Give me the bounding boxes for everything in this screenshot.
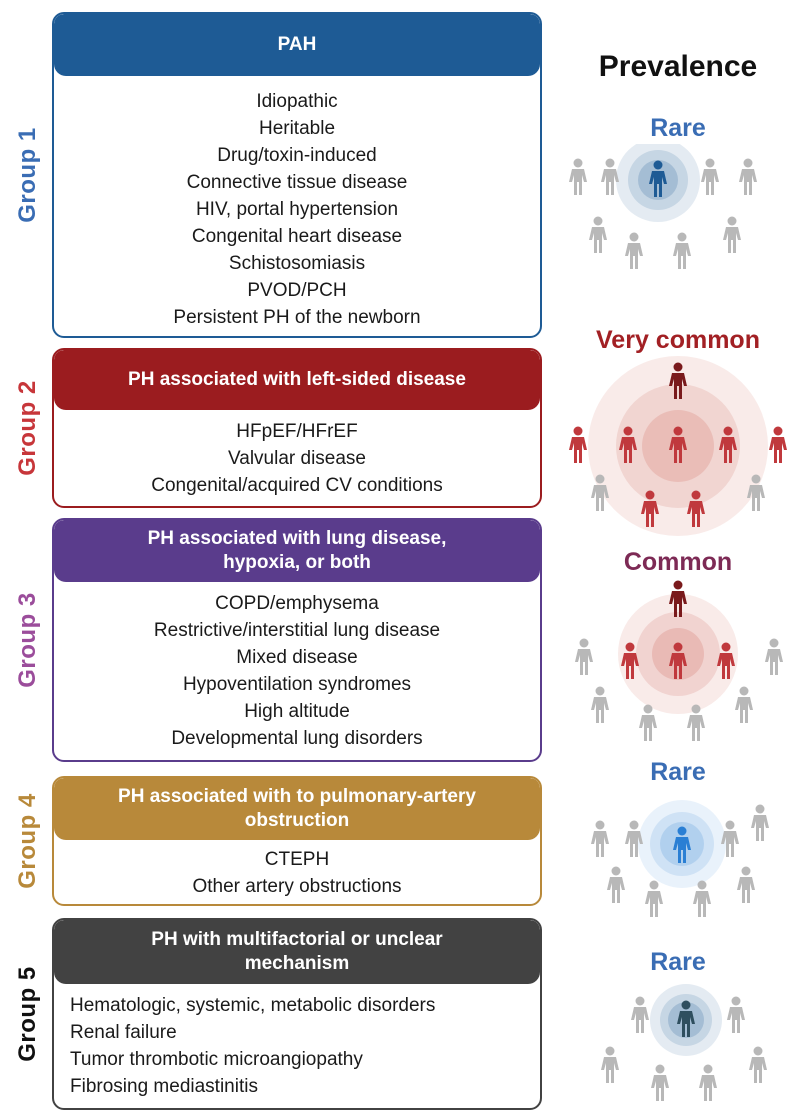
person-icon (735, 686, 753, 723)
person-icon (591, 686, 609, 723)
group-2-header: PH associated with left-sided disease (54, 350, 540, 410)
person-icon (591, 820, 609, 857)
prevalence-title: Prevalence (598, 50, 758, 83)
person-icon (723, 216, 741, 253)
group-5-label: Group 5 (14, 966, 42, 1062)
list-item: Persistent PH of the newborn (173, 307, 421, 328)
list-item: HFpEF/HFrEF (236, 421, 358, 442)
list-item: Congenital heart disease (191, 226, 403, 247)
list-item: CTEPH (264, 849, 330, 870)
list-item: Tumor thrombotic microangiopathy (70, 1049, 363, 1070)
person-icon (699, 1064, 717, 1101)
group-2-box: PH associated with left-sided disease HF… (52, 348, 542, 508)
group-4-label: Group 4 (14, 793, 42, 889)
group-4-list: CTEPH Other artery obstructions (54, 840, 540, 900)
group-5-list: Hematologic, systemic, metabolic disorde… (54, 984, 540, 1100)
group-1-header: PAH (54, 14, 540, 76)
person-icon (601, 1046, 619, 1083)
group-1-list: Idiopathic Heritable Drug/toxin-induced … (54, 76, 540, 331)
list-item: Schistosomiasis (228, 253, 366, 274)
person-icon (765, 638, 783, 675)
list-item: Fibrosing mediastinitis (70, 1076, 258, 1097)
list-item: Valvular disease (227, 448, 366, 469)
list-item: COPD/emphysema (215, 593, 379, 614)
person-icon (569, 426, 587, 463)
person-icon (751, 804, 769, 841)
group-1-label: Group 1 (14, 127, 42, 223)
group-2-label: Group 2 (14, 380, 42, 476)
list-item: Drug/toxin-induced (217, 145, 377, 166)
prevalence-label-group-4: Rare (650, 758, 706, 786)
group-3-label: Group 3 (14, 592, 42, 688)
person-icon (601, 158, 619, 195)
list-item: High altitude (244, 701, 350, 722)
person-icon (737, 866, 755, 903)
prevalence-illustration-group-4 (591, 800, 769, 917)
person-icon (673, 232, 691, 269)
person-icon (631, 996, 649, 1033)
prevalence-illustration-group-2 (569, 356, 787, 536)
prevalence-illustration-group-5 (601, 984, 767, 1101)
prevalence-illustration-group-3 (575, 580, 783, 741)
group-4-box: PH associated with to pulmonary-artery o… (52, 776, 542, 906)
list-item: Congenital/acquired CV conditions (151, 475, 443, 496)
group-3-box: PH associated with lung disease, hypoxia… (52, 518, 542, 762)
person-icon (607, 866, 625, 903)
person-icon (769, 426, 787, 463)
person-icon (651, 1064, 669, 1101)
person-icon (569, 158, 587, 195)
person-icon (575, 638, 593, 675)
list-item: Heritable (258, 118, 336, 139)
person-icon (589, 216, 607, 253)
person-icon (739, 158, 757, 195)
list-item: Connective tissue disease (186, 172, 408, 193)
group-2-list: HFpEF/HFrEF Valvular disease Congenital/… (54, 410, 540, 499)
person-icon (625, 232, 643, 269)
prevalence-label-group-1: Rare (650, 114, 706, 142)
list-item: Other artery obstructions (192, 876, 402, 897)
prevalence-label-group-2: Very common (596, 326, 760, 354)
prevalence-illustration-group-1 (569, 144, 757, 269)
list-item: Idiopathic (256, 91, 338, 112)
list-item: HIV, portal hypertension (195, 199, 399, 220)
person-icon (639, 704, 657, 741)
prevalence-label-group-5: Rare (650, 948, 706, 976)
list-item: Hypoventilation syndromes (182, 674, 412, 695)
list-item: Developmental lung disorders (171, 728, 423, 749)
list-item: Restrictive/interstitial lung disease (153, 620, 441, 641)
person-icon (645, 880, 663, 917)
person-icon (749, 1046, 767, 1083)
person-icon (727, 996, 745, 1033)
group-3-header: PH associated with lung disease, hypoxia… (54, 520, 540, 582)
list-item: Mixed disease (236, 647, 358, 668)
list-item: PVOD/PCH (247, 280, 347, 301)
group-3-list: COPD/emphysema Restrictive/interstitial … (54, 582, 540, 752)
person-icon (701, 158, 719, 195)
list-item: Renal failure (70, 1022, 177, 1043)
group-5-header: PH with multifactorial or unclear mechan… (54, 920, 540, 984)
group-1-box: PAH Idiopathic Heritable Drug/toxin-indu… (52, 12, 542, 338)
person-icon (693, 880, 711, 917)
group-5-box: PH with multifactorial or unclear mechan… (52, 918, 542, 1110)
list-item: Hematologic, systemic, metabolic disorde… (70, 995, 436, 1016)
group-4-header: PH associated with to pulmonary-artery o… (54, 778, 540, 840)
prevalence-label-group-3: Common (623, 548, 733, 576)
